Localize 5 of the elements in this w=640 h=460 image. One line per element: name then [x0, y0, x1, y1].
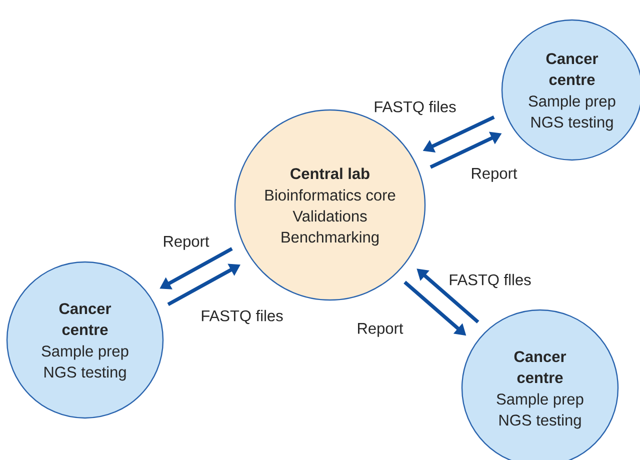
- edge-label: Report: [161, 234, 211, 252]
- edge-label: FASTQ flles: [447, 272, 533, 290]
- edge-label: Report: [355, 322, 405, 338]
- edge-label: Report: [469, 166, 519, 184]
- edge-label: FASTQ files: [199, 308, 285, 326]
